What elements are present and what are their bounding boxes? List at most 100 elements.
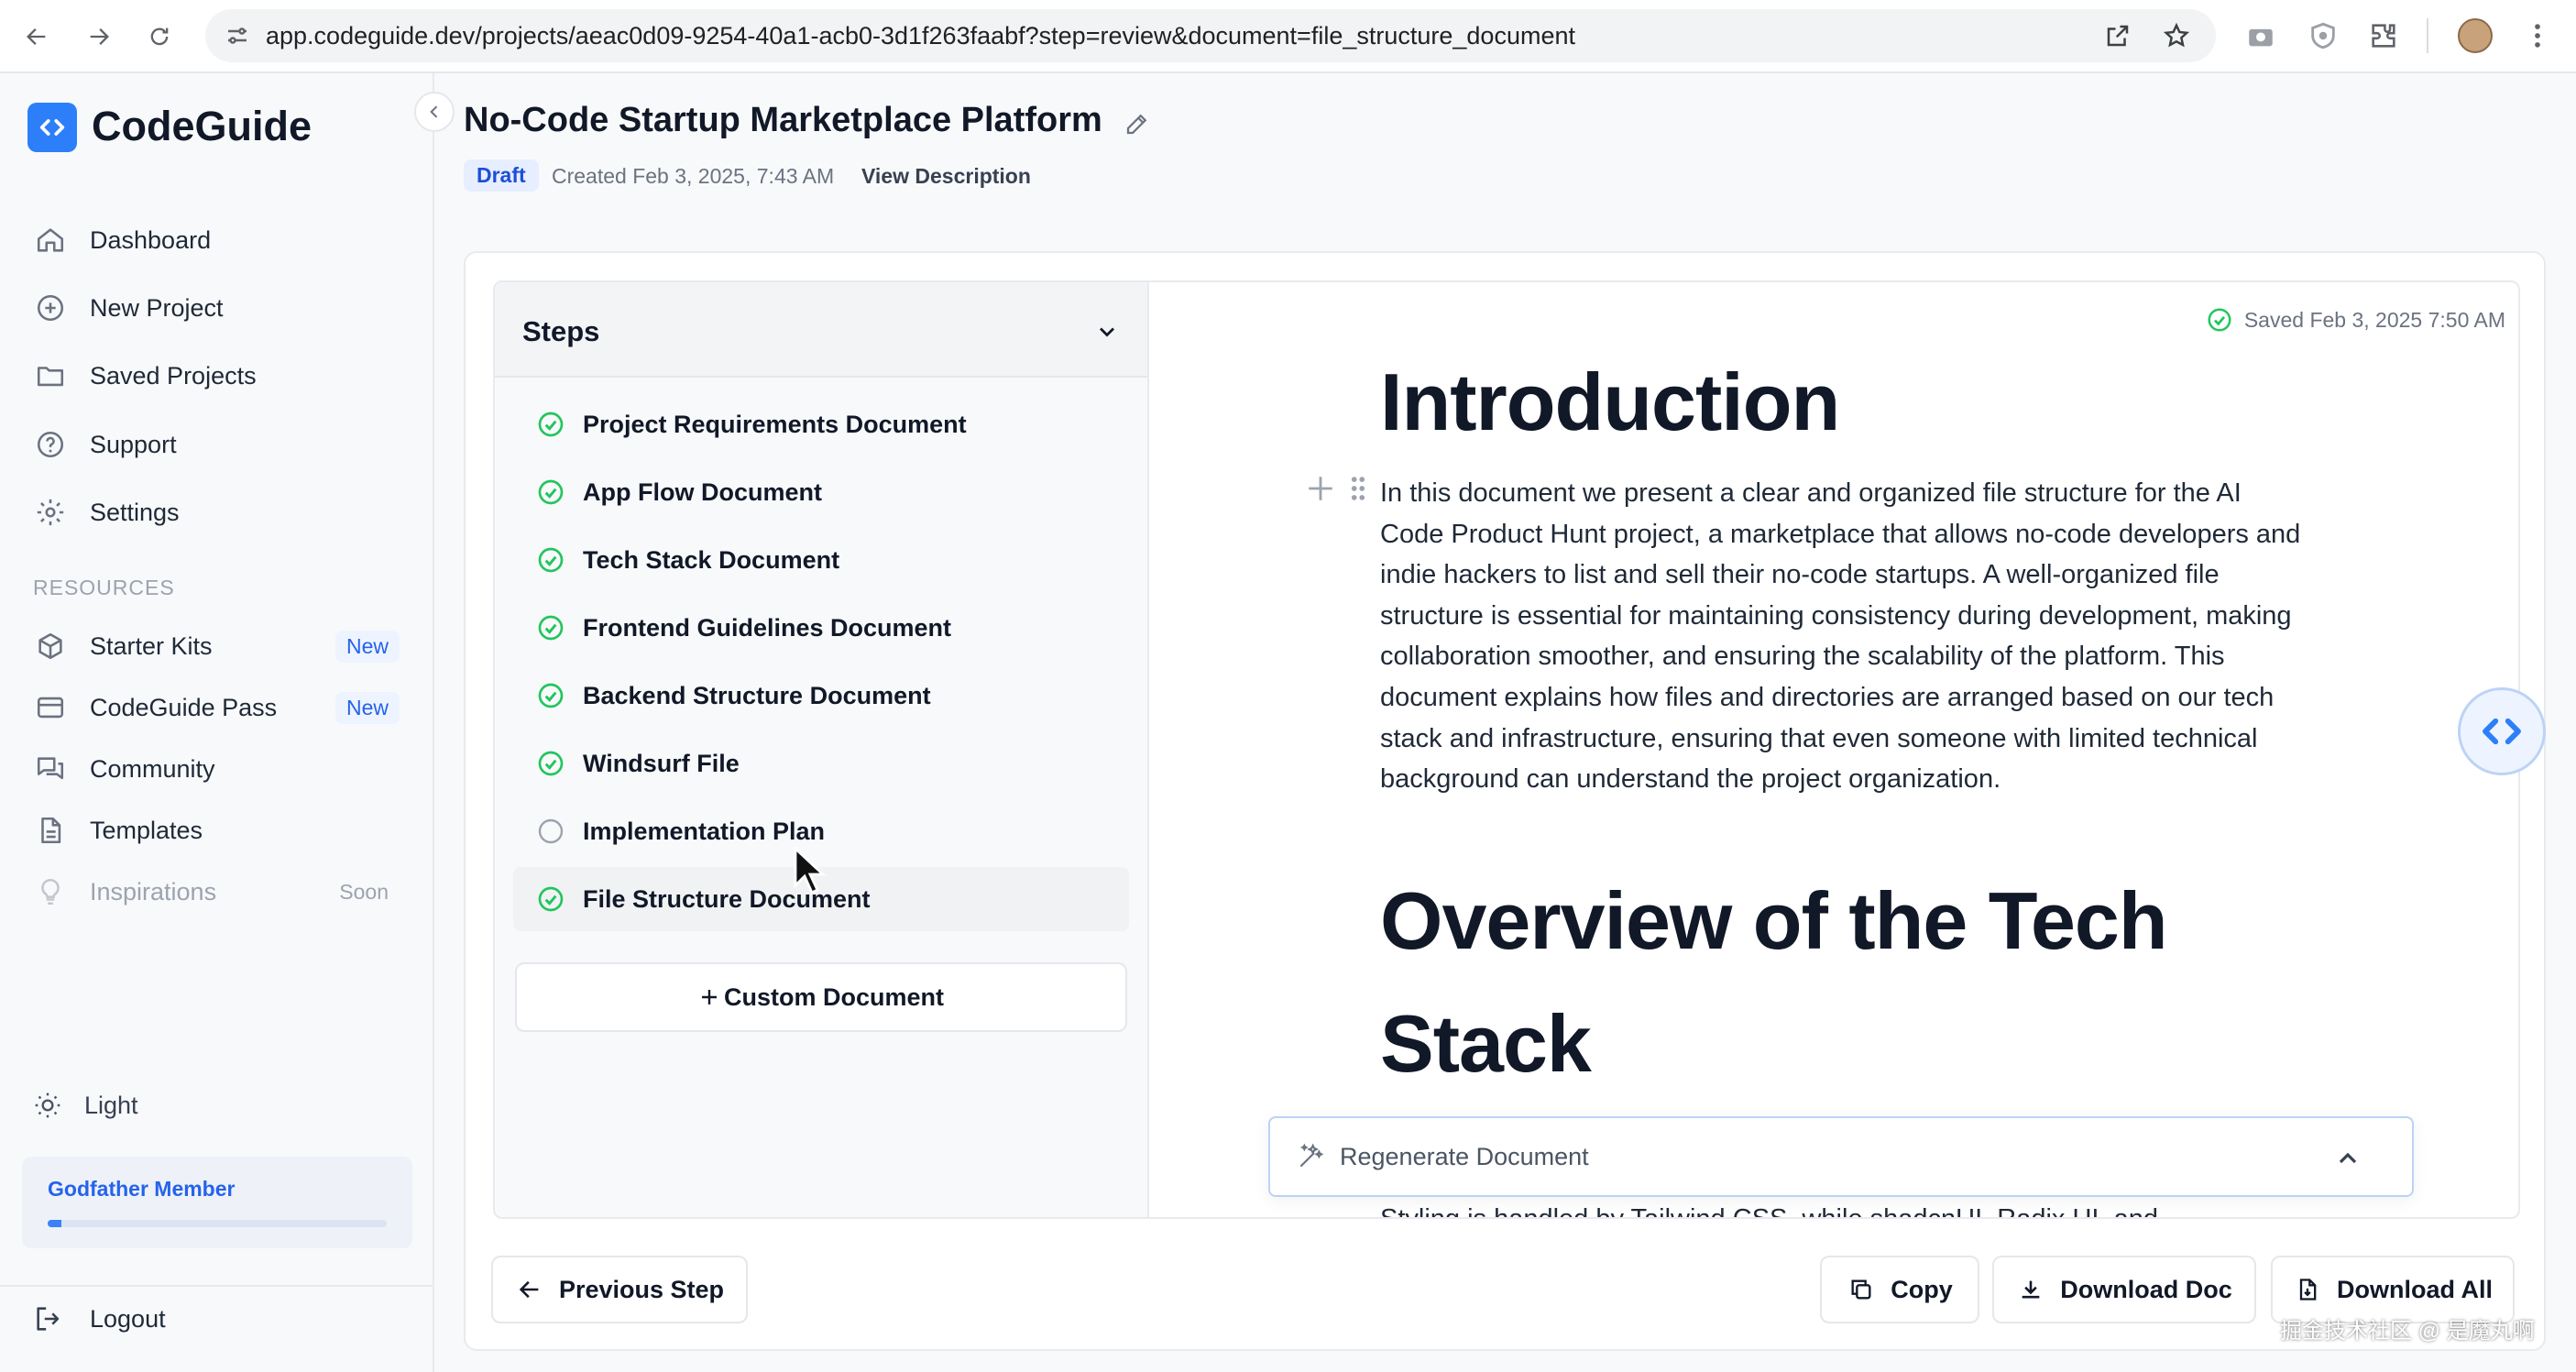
watermark: 掘金技术社区 @ 是魔丸啊 <box>2280 1319 2535 1344</box>
step-file-structure[interactable]: File Structure Document <box>513 867 1129 931</box>
previous-step-button[interactable]: Previous Step <box>491 1256 748 1323</box>
download-icon <box>2016 1275 2045 1304</box>
forward-button[interactable] <box>79 16 119 57</box>
toolbar-divider <box>2427 18 2428 53</box>
check-circle-icon <box>535 477 566 508</box>
shield-extension-icon[interactable] <box>2307 20 2339 51</box>
star-icon[interactable] <box>2163 22 2190 49</box>
doc-heading-tech-stack[interactable]: Overview of the Tech Stack <box>1380 875 2168 1089</box>
membership-label: Godfather Member <box>48 1177 236 1201</box>
copy-button[interactable]: Copy <box>1820 1256 1979 1323</box>
sidebar-item-label: New Project <box>90 293 224 322</box>
check-circle-icon <box>535 612 566 643</box>
view-description-link[interactable]: View Description <box>861 164 1031 188</box>
sidebar-item-label: Dashboard <box>90 225 212 254</box>
chevron-up-icon[interactable] <box>2333 1144 2362 1173</box>
sidebar-item-dashboard[interactable]: Dashboard <box>33 217 400 263</box>
sidebar-item-saved-projects[interactable]: Saved Projects <box>33 353 400 399</box>
step-label: Tech Stack Document <box>583 545 840 574</box>
code-view-toggle[interactable] <box>2458 687 2546 775</box>
camera-icon[interactable] <box>2245 20 2276 51</box>
sidebar-item-codeguide-pass[interactable]: CodeGuide Pass New <box>33 685 400 730</box>
steps-panel: Steps Project Requirements Document App … <box>493 280 1149 1219</box>
step-tech-stack[interactable]: Tech Stack Document <box>513 528 1129 592</box>
reload-button[interactable] <box>139 16 180 57</box>
resources-heading: RESOURCES <box>33 576 175 599</box>
plus-circle-icon <box>33 291 68 325</box>
site-settings-icon[interactable] <box>224 22 251 49</box>
profile-avatar[interactable] <box>2458 18 2493 53</box>
sidebar-item-label: Community <box>90 754 215 783</box>
brand-name: CodeGuide <box>92 103 312 149</box>
reload-icon <box>150 27 169 46</box>
sidebar-item-new-project[interactable]: New Project <box>33 285 400 331</box>
sidebar-item-settings[interactable]: Settings <box>33 489 400 535</box>
steps-header[interactable]: Steps <box>495 282 1147 378</box>
check-circle-icon <box>535 748 566 779</box>
sidebar-item-label: CodeGuide Pass <box>90 693 278 721</box>
membership-card[interactable]: Godfather Member <box>22 1157 412 1248</box>
address-bar[interactable]: app.codeguide.dev/projects/aeac0d09-9254… <box>205 9 2216 62</box>
drag-handle-icon[interactable] <box>1347 473 1369 504</box>
download-doc-button[interactable]: Download Doc <box>1992 1256 2256 1323</box>
folder-icon <box>33 358 68 393</box>
bulb-icon <box>33 874 68 909</box>
regenerate-label: Regenerate Document <box>1340 1142 1589 1170</box>
doc-paragraph-styling[interactable]: Styling is handled by Tailwind CSS, whil… <box>1380 1204 2158 1219</box>
membership-progress <box>48 1220 387 1227</box>
step-implementation-plan[interactable]: Implementation Plan <box>513 799 1129 863</box>
doc-paragraph-introduction[interactable]: In this document we present a clear and … <box>1380 478 2301 795</box>
logout-button[interactable]: Logout <box>33 1301 166 1336</box>
logout-label: Logout <box>90 1304 166 1333</box>
new-badge: New <box>334 691 400 724</box>
arrow-right-icon <box>90 28 109 45</box>
kebab-menu-icon[interactable] <box>2522 20 2553 51</box>
url-text[interactable]: app.codeguide.dev/projects/aeac0d09-9254… <box>266 22 1575 49</box>
check-circle-icon <box>535 409 566 440</box>
sun-icon <box>33 1088 68 1123</box>
puzzle-icon[interactable] <box>2368 20 2399 51</box>
arrow-left-icon <box>515 1275 544 1304</box>
chevron-down-icon[interactable] <box>1094 319 1120 345</box>
saved-label: Saved Feb 3, 2025 7:50 AM <box>2243 307 2505 332</box>
doc-heading-introduction[interactable]: Introduction <box>1380 357 1840 447</box>
edit-pencil-icon[interactable] <box>1124 110 1151 137</box>
chat-icon <box>33 752 68 786</box>
add-block-icon[interactable] <box>1305 473 1336 504</box>
home-icon <box>33 223 68 258</box>
plus-icon <box>701 990 717 1004</box>
regenerate-document-bar[interactable]: Regenerate Document <box>1268 1116 2414 1197</box>
sidebar-item-support[interactable]: Support <box>33 422 400 467</box>
step-label: File Structure Document <box>583 884 871 913</box>
sidebar-item-label: Saved Projects <box>90 361 257 390</box>
step-frontend-guidelines[interactable]: Frontend Guidelines Document <box>513 596 1129 660</box>
package-icon <box>33 629 68 664</box>
theme-toggle[interactable]: Light <box>33 1088 138 1123</box>
download-all-button[interactable]: Download All <box>2271 1256 2515 1323</box>
download-doc-label: Download Doc <box>2060 1275 2232 1303</box>
step-backend-structure[interactable]: Backend Structure Document <box>513 664 1129 728</box>
sidebar-item-community[interactable]: Community <box>33 746 400 792</box>
saved-status: Saved Feb 3, 2025 7:50 AM <box>2206 306 2505 334</box>
document-editor[interactable]: Saved Feb 3, 2025 7:50 AM Introduction I… <box>1149 280 2520 1219</box>
created-date: Created Feb 3, 2025, 7:43 AM <box>552 164 835 188</box>
step-project-requirements[interactable]: Project Requirements Document <box>513 392 1129 456</box>
step-app-flow[interactable]: App Flow Document <box>513 460 1129 524</box>
membership-progress-fill <box>48 1220 61 1227</box>
open-in-new-icon[interactable] <box>2104 22 2132 49</box>
sidebar-item-templates[interactable]: Templates <box>33 807 400 853</box>
copy-icon <box>1847 1275 1876 1304</box>
help-icon <box>33 427 68 462</box>
step-label: App Flow Document <box>583 477 822 506</box>
back-button[interactable] <box>16 16 57 57</box>
sidebar-item-starter-kits[interactable]: Starter Kits New <box>33 623 400 669</box>
custom-document-button[interactable]: Custom Document <box>515 962 1127 1032</box>
check-circle-icon <box>535 884 566 915</box>
logo-icon <box>27 103 77 152</box>
custom-document-label: Custom Document <box>723 982 944 1011</box>
copy-label: Copy <box>1891 1275 1953 1303</box>
step-windsurf-file[interactable]: Windsurf File <box>513 731 1129 796</box>
main-content: No-Code Startup Marketplace Platform Dra… <box>434 73 2576 1372</box>
check-circle-icon <box>535 544 566 576</box>
collapse-sidebar-button[interactable] <box>414 92 455 132</box>
